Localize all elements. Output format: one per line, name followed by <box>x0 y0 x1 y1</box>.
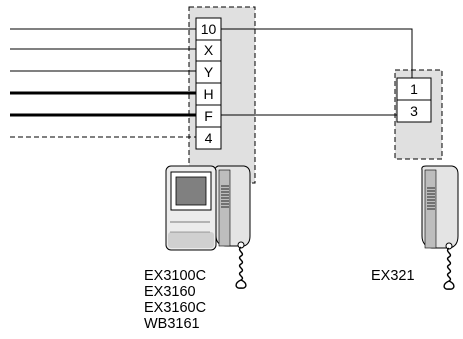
terminal-label-x: X <box>204 42 214 58</box>
video-monitor-device <box>165 165 251 289</box>
terminal-label-f: F <box>204 108 213 124</box>
extension-interphone-device <box>421 165 459 290</box>
wire-10-to-1 <box>221 28 413 78</box>
terminal-label-3: 3 <box>410 103 418 119</box>
model-label-4: WB3161 <box>144 316 200 332</box>
monitor-cord <box>235 246 247 289</box>
connection-wires <box>221 28 413 116</box>
extension-model-label: EX321 <box>371 268 415 284</box>
main-unit-models: EX3100C EX3160 EX3160C WB3161 <box>144 268 206 332</box>
model-label-3: EX3160C <box>144 300 206 316</box>
terminal-label-1: 1 <box>410 81 418 97</box>
extension-terminal-block: 1 3 <box>396 77 432 123</box>
terminal-label-h: H <box>203 86 213 102</box>
incoming-wires <box>10 28 196 138</box>
model-label-2: EX3160 <box>144 284 196 300</box>
terminal-label-y: Y <box>204 64 214 80</box>
extension-cord <box>443 247 455 290</box>
terminal-label-4: 4 <box>205 130 213 146</box>
terminal-label-10: 10 <box>201 21 217 37</box>
main-terminal-block: 10 X Y H F 4 <box>195 17 222 150</box>
model-label-1: EX3100C <box>144 268 206 284</box>
